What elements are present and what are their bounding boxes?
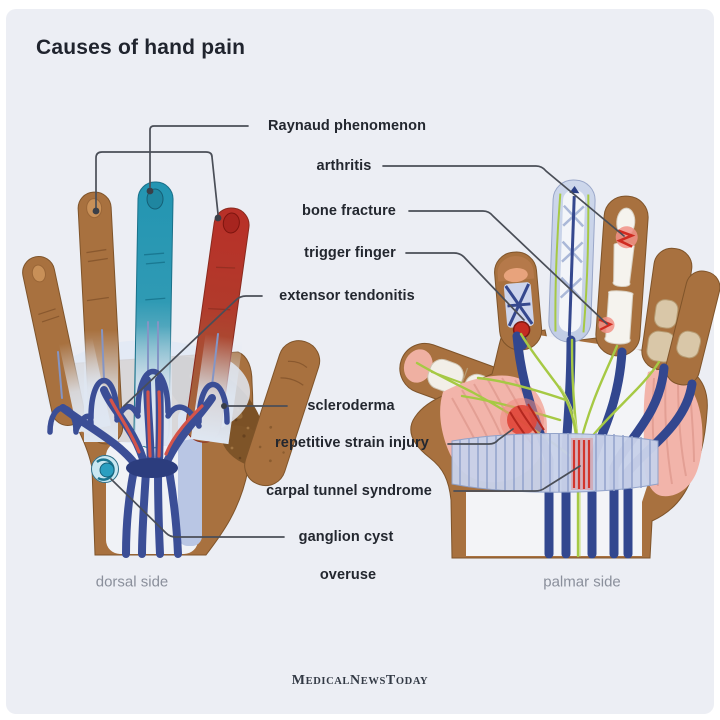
- label-raynaud-phenomenon: Raynaud phenomenon: [267, 118, 427, 134]
- fractured-finger-digit: [595, 195, 649, 357]
- label-arthritis: arthritis: [316, 158, 372, 174]
- page-title: Causes of hand pain: [36, 36, 246, 59]
- label-repetitive-strain-injury: repetitive strain injury: [275, 435, 429, 451]
- exposed-middle-finger: [548, 179, 596, 343]
- extensor-tendonitis-connector: [123, 295, 263, 407]
- label-carpal-tunnel-syndrome: carpal tunnel syndrome: [266, 483, 432, 499]
- medical-news-today-logo: MEDICALNEWSTODAY: [291, 673, 429, 688]
- bone-fracture-connector: [408, 210, 608, 325]
- palmar-hand-illustration: [399, 179, 720, 559]
- arthritis-connector: [382, 165, 625, 237]
- raynaud-connector: [149, 125, 249, 188]
- dorsal-hand-illustration: [22, 181, 321, 558]
- caption-dorsal-side: dorsal side: [95, 573, 169, 591]
- label-overuse: overuse: [319, 567, 377, 583]
- carpal-tunnel-band: [451, 433, 659, 493]
- trigger-finger-connector: [405, 252, 525, 321]
- ganglion-cyst-spot: [91, 455, 119, 483]
- carpal-tunnel-connector: [453, 465, 581, 492]
- label-ganglion-cyst: ganglion cyst: [298, 529, 394, 545]
- raynaud-bracket: [95, 151, 219, 215]
- palmar-pinky-finger: [665, 270, 720, 386]
- label-bone-fracture: bone fracture: [302, 203, 396, 219]
- connector-lines: [92, 125, 625, 538]
- label-trigger-finger: trigger finger: [304, 245, 396, 261]
- raynaud-connector-dots: [92, 187, 222, 222]
- ganglion-cyst-connector: [110, 478, 285, 538]
- scleroderma-dot: [221, 403, 227, 409]
- caption-palmar-side: palmar side: [543, 573, 621, 591]
- label-extensor-tendonitis: extensor tendonitis: [279, 288, 415, 304]
- label-scleroderma: scleroderma: [307, 398, 395, 414]
- extensor-tendons: [47, 321, 230, 558]
- rsi-connector: [447, 428, 514, 445]
- dorsal-wrist-band: [178, 408, 202, 546]
- carpal-compression-spot: [572, 440, 591, 489]
